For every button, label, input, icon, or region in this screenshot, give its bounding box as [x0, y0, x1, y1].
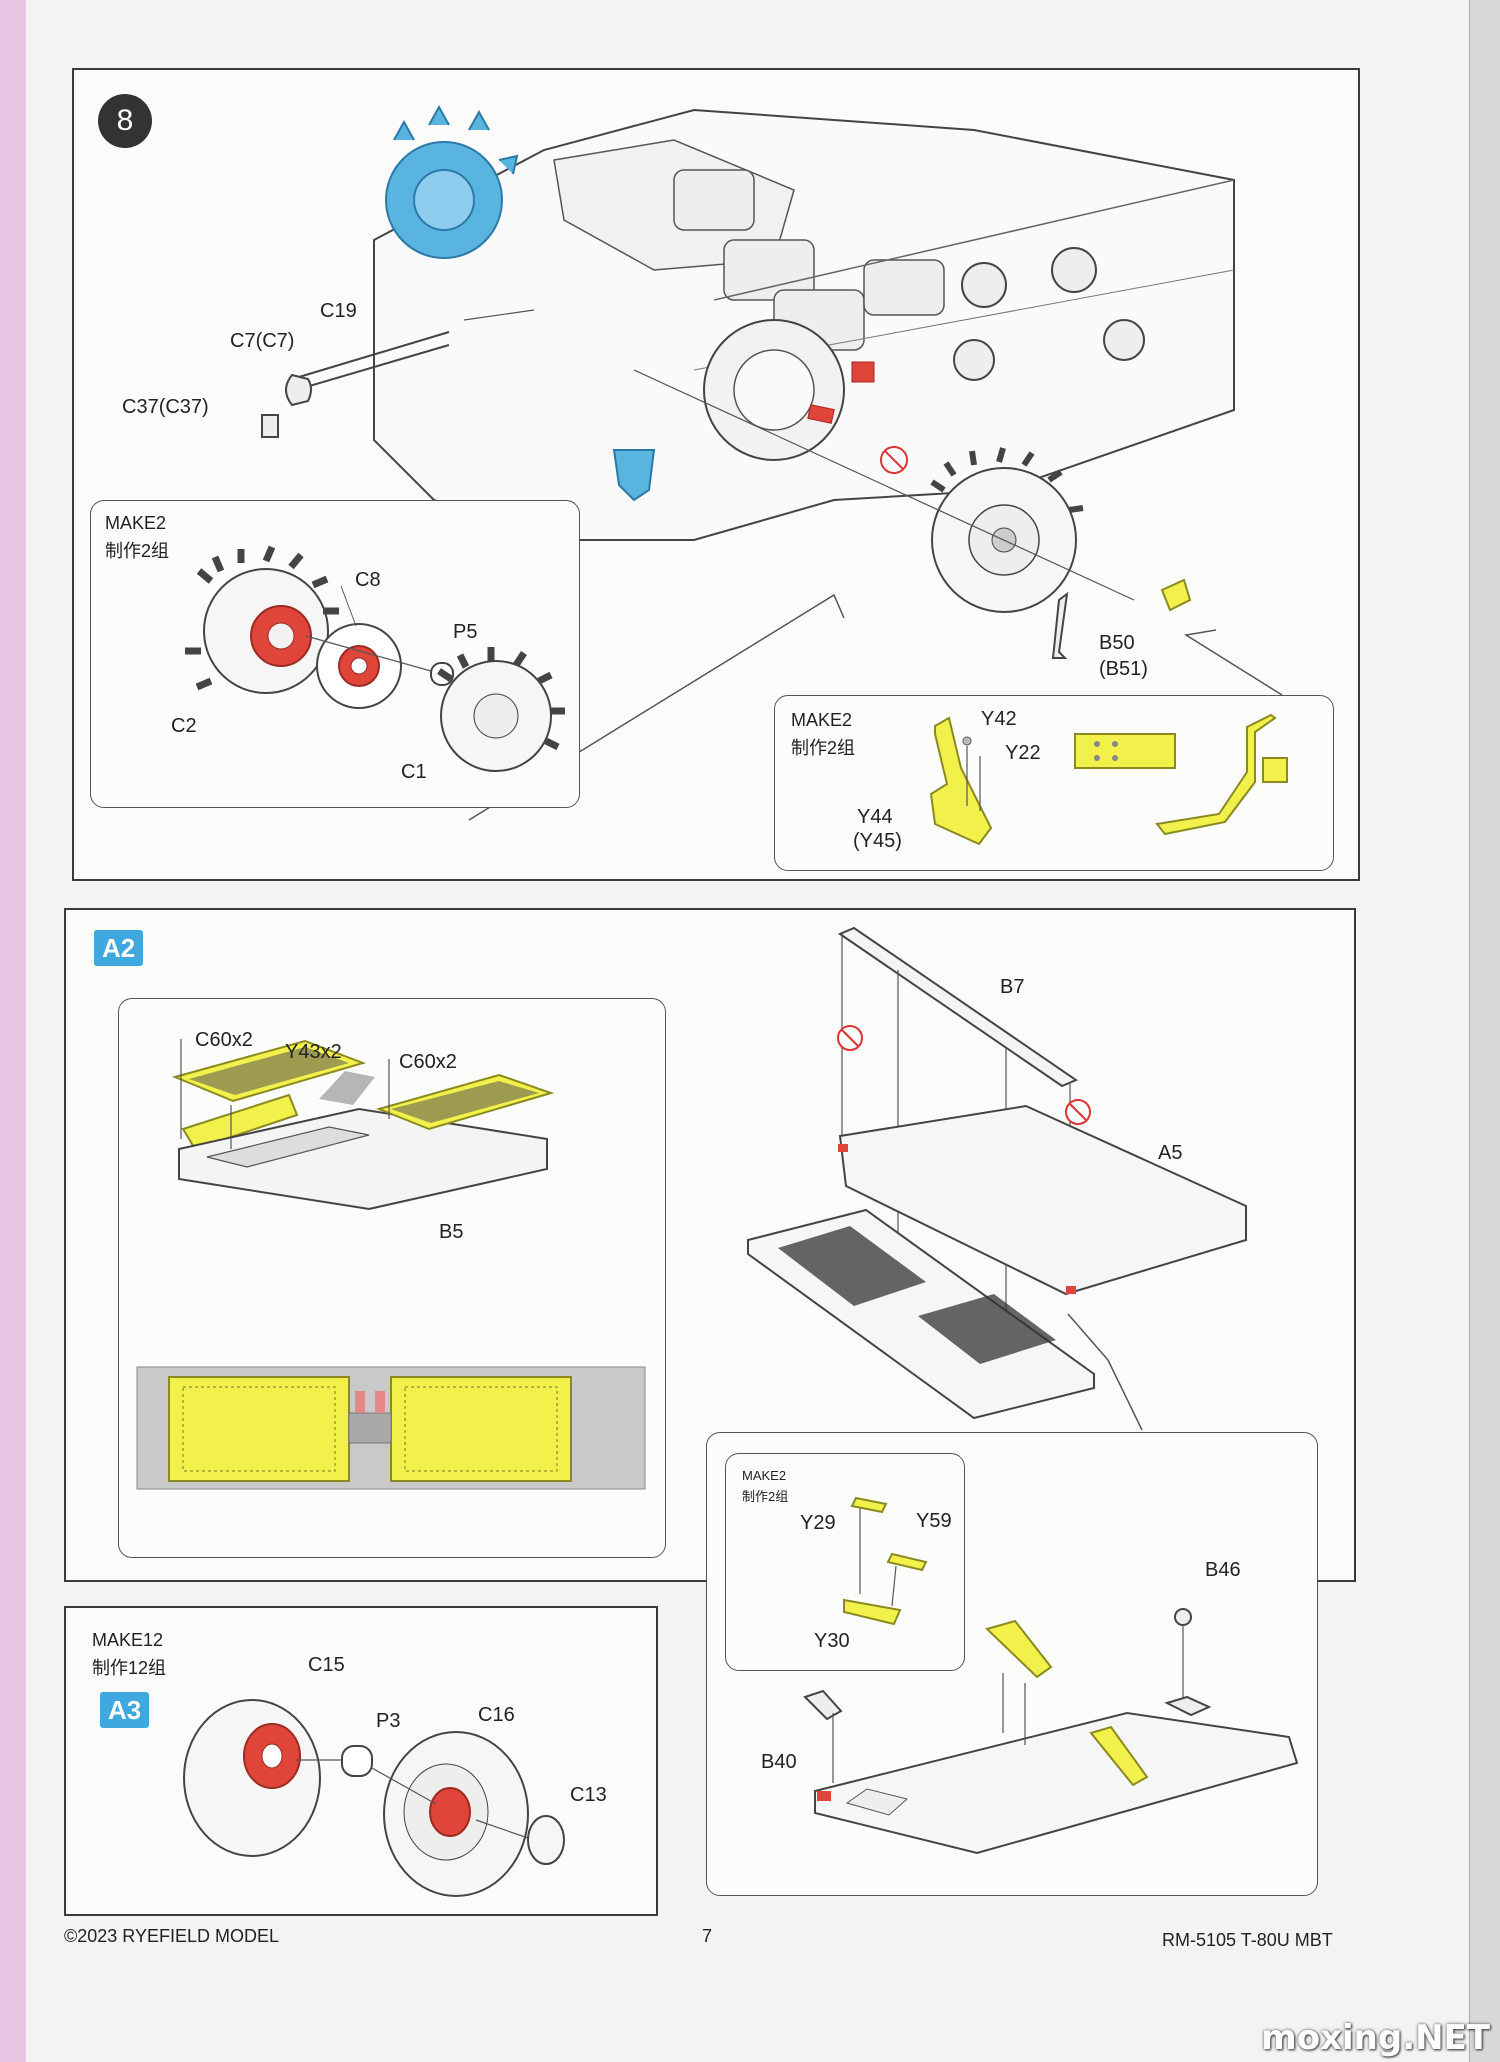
- part-label-b5: B5: [439, 1221, 464, 1243]
- make-count-cn: 制作2组: [105, 541, 170, 561]
- make-count: MAKE12: [92, 1630, 164, 1650]
- step-a3-panel: MAKE12 制作12组 A3 C15 P3 C16 C13: [64, 1606, 658, 1916]
- step-8-number: 8: [98, 94, 152, 148]
- part-label-c15: C15: [308, 1654, 345, 1676]
- hull-rear-drawing: [261, 104, 1283, 821]
- make-count: MAKE2: [742, 1468, 787, 1483]
- part-label-p5: P5: [453, 621, 478, 643]
- part-label-y42: Y42: [981, 708, 1017, 730]
- part-label-b51: (B51): [1099, 658, 1148, 680]
- part-label-c13: C13: [570, 1784, 607, 1806]
- part-label-y59: Y59: [916, 1510, 952, 1532]
- part-label-y22: Y22: [1005, 742, 1041, 764]
- part-label-b7: B7: [1000, 976, 1025, 998]
- part-label-a5: A5: [1158, 1142, 1183, 1164]
- inset-hull-floor: MAKE2 制作2组 Y29 Y59 Y30 B46 B40: [706, 1432, 1318, 1896]
- make-count: MAKE2: [105, 513, 167, 533]
- make-count: MAKE2: [791, 710, 853, 730]
- hull-floor-drawing: [803, 1608, 1299, 1855]
- part-label-p3: P3: [376, 1710, 401, 1732]
- inset-small-parts: MAKE2 制作2组 Y29 Y59 Y30: [725, 1453, 965, 1671]
- make-count-cn: 制作12组: [92, 1658, 167, 1678]
- part-label-c8: C8: [355, 569, 381, 591]
- footer-page-number: 7: [702, 1926, 713, 1946]
- part-label-y43: Y43x2: [285, 1041, 342, 1063]
- footer-copyright: ©2023 RYEFIELD MODEL: [64, 1926, 280, 1946]
- part-label-c60-left: C60x2: [195, 1029, 253, 1051]
- part-label-c1: C1: [401, 761, 427, 783]
- small-parts-drawing: [843, 1496, 928, 1626]
- make-count-cn: 制作2组: [742, 1489, 789, 1504]
- inset-grille-assembly: C60x2 Y43x2 C60x2 B5: [118, 998, 666, 1558]
- make-count-cn: 制作2组: [791, 738, 856, 758]
- part-label-b50: B50: [1099, 632, 1135, 654]
- footer-product-code: RM-5105 T-80U MBT: [1162, 1930, 1333, 1950]
- sprocket-exploded-drawing: [185, 545, 565, 772]
- part-label-b40: B40: [761, 1751, 797, 1773]
- part-label-y45: (Y45): [853, 830, 902, 852]
- part-label-c2: C2: [171, 715, 197, 737]
- grille-exploded-drawing: [136, 1039, 646, 1490]
- inset-sprocket-assembly: MAKE2 制作2组 C8 P5 C2 C1: [90, 500, 580, 808]
- step-a2-tag: A2: [94, 930, 144, 966]
- page-edge-right: [1469, 0, 1500, 2062]
- part-label-y44: Y44: [857, 806, 893, 828]
- part-label-c16: C16: [478, 1704, 515, 1726]
- bracket-yellow-drawing: [929, 713, 1288, 846]
- part-label-c19: C19: [320, 300, 357, 322]
- step-a3-tag: A3: [100, 1692, 150, 1728]
- part-label-y30: Y30: [814, 1630, 850, 1652]
- roadwheel-exploded-drawing: [183, 1699, 565, 1897]
- part-label-b46: B46: [1205, 1559, 1241, 1581]
- page-edge-pink: [0, 0, 26, 2062]
- part-label-c60-right: C60x2: [399, 1051, 457, 1073]
- inset-bracket-assembly: MAKE2 制作2组 Y42 Y22 Y44 (Y45): [774, 695, 1334, 871]
- part-label-c7: C7(C7): [230, 330, 295, 352]
- part-label-y29: Y29: [800, 1512, 836, 1534]
- step-8-panel: 8: [72, 68, 1360, 881]
- engine-deck-drawing: [747, 926, 1247, 1431]
- watermark-text: moxing.NET: [1261, 2018, 1490, 2058]
- part-label-c37: C37(C37): [122, 396, 209, 418]
